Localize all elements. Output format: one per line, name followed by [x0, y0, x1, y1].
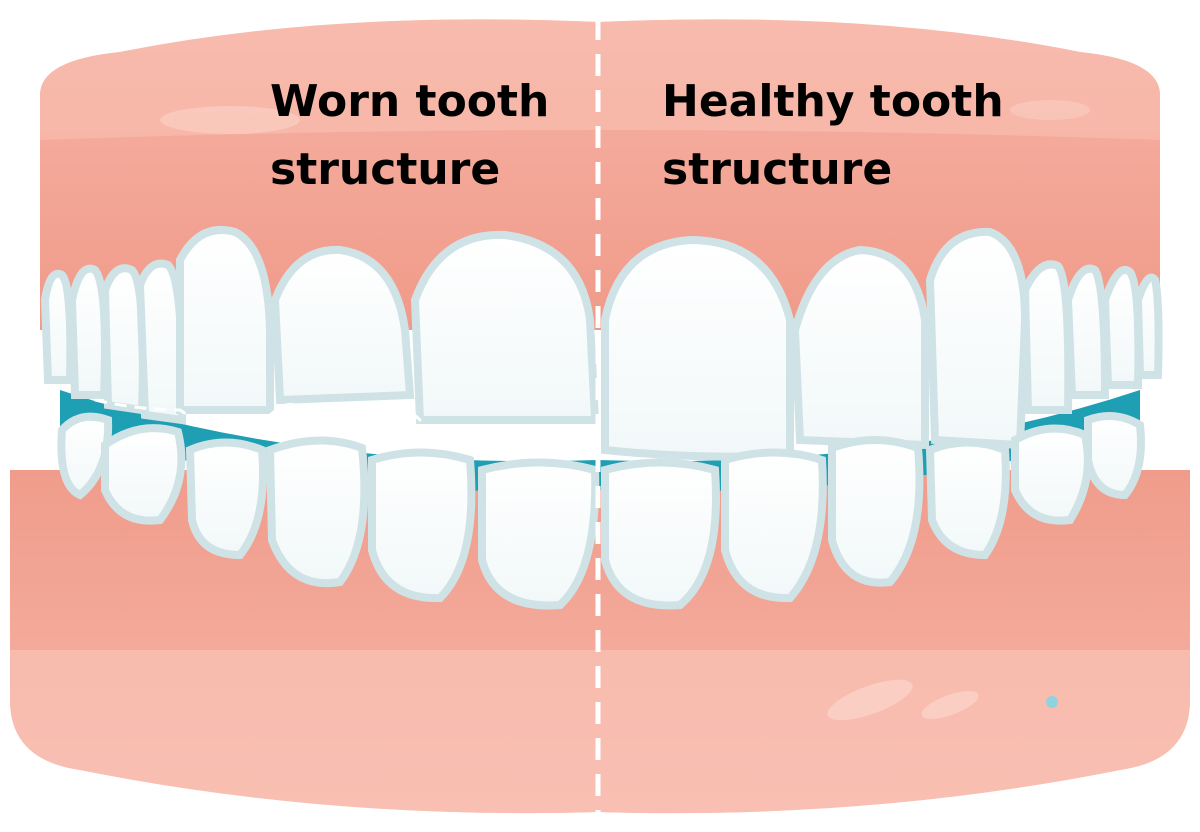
label-worn-tooth-structure: Worn tooth structure: [270, 68, 549, 204]
wear-line-dashed: [94, 398, 591, 447]
label-worn-line1: Worn tooth: [270, 76, 550, 127]
label-worn-line2: structure: [270, 144, 501, 195]
label-healthy-line1: Healthy tooth: [662, 76, 1004, 127]
label-healthy-line2: structure: [662, 144, 893, 195]
upper-teeth: [40, 225, 1163, 461]
label-healthy-tooth-structure: Healthy tooth structure: [662, 68, 1004, 204]
lower-teeth: [57, 412, 1145, 610]
